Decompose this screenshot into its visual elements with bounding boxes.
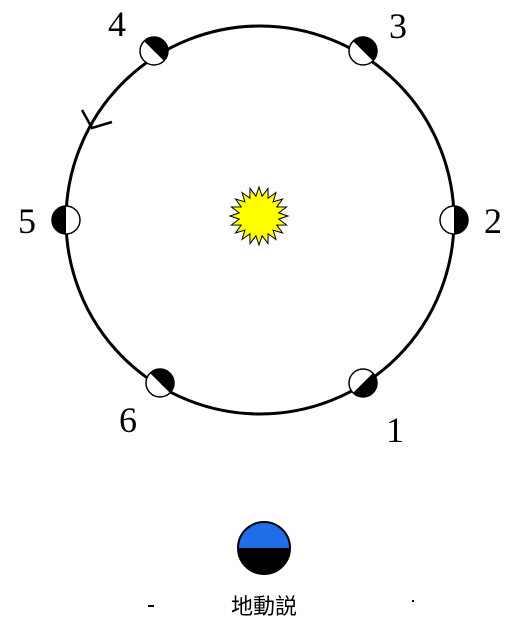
- earth-icon: [238, 522, 290, 574]
- planet-position-5: [52, 206, 80, 234]
- position-label-6: 6: [119, 400, 137, 440]
- planet-position-6: [146, 363, 180, 397]
- right-tick-mark: [412, 600, 414, 602]
- left-tick-mark: [148, 605, 154, 607]
- planet-position-3: [349, 31, 383, 65]
- caption-text: 地動説: [231, 595, 297, 620]
- position-label-4: 4: [108, 4, 126, 44]
- planet-position-2: [440, 206, 468, 234]
- sun-icon: [230, 187, 288, 245]
- position-label-5: 5: [18, 201, 36, 241]
- position-label-2: 2: [484, 201, 502, 241]
- position-label-3: 3: [389, 6, 407, 46]
- position-label-1: 1: [386, 410, 404, 450]
